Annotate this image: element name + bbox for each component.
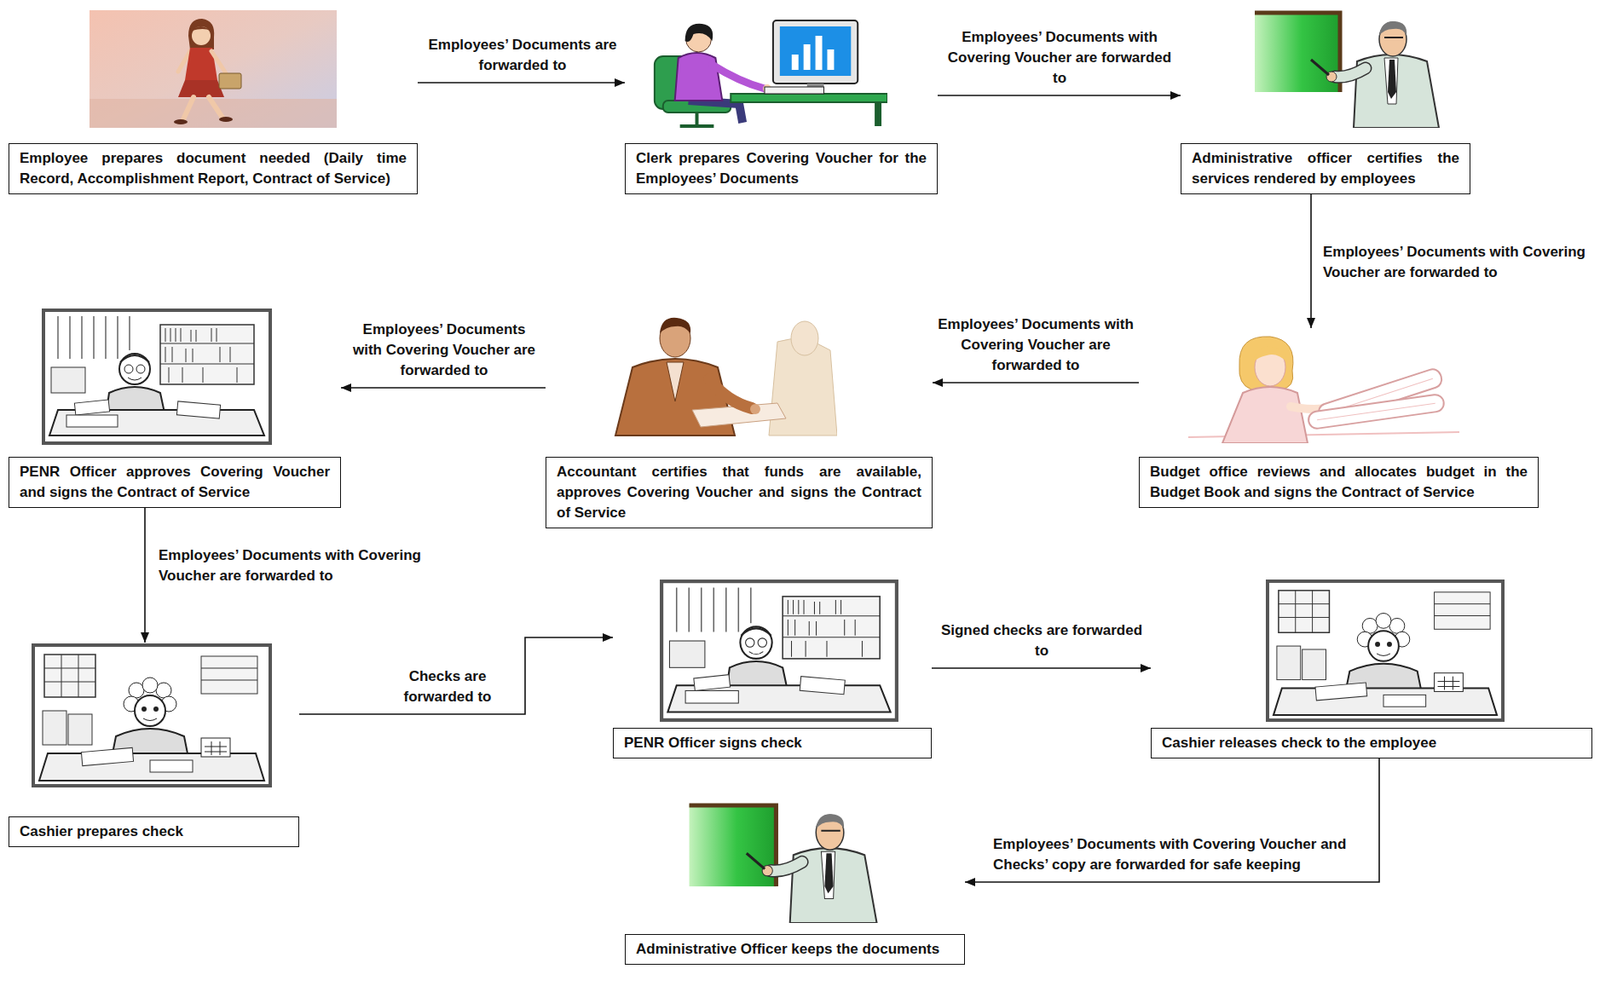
step-text: Accountant certifies that funds are avai… [556, 462, 922, 524]
edge-label: Employees’ Documents with Covering Vouch… [935, 314, 1136, 376]
edge-label-holder: Employees’ Documents with Covering Vouch… [935, 314, 1136, 376]
edge-label: Employees’ Documents with Covering Vouch… [942, 27, 1177, 89]
edge-label-holder: Employees’ Documents with Covering Vouch… [993, 834, 1356, 876]
edge-label: Employees’ Documents with Covering Vouch… [158, 545, 440, 587]
process-step: Administrative Officer keeps the documen… [624, 802, 965, 965]
edge-label-holder: Employees’ Documents with Covering Vouch… [1322, 242, 1592, 284]
penr-officer-illustration [43, 310, 271, 444]
process-step: PENR Officer approves Covering Voucher a… [8, 307, 341, 509]
step-box: PENR Officer signs check [612, 727, 932, 759]
edge-label-holder: Employees’ Documents are forwarded to [424, 34, 621, 76]
process-step: Cashier releases check to the employee [1150, 578, 1593, 759]
edge-label: Employees’ Documents with Covering Vouch… [1322, 242, 1592, 284]
edge-label-holder: Employees’ Documents with Covering Vouch… [942, 27, 1177, 89]
edge-label-holder: Checks are forwarded to [375, 666, 520, 708]
step-text: Cashier prepares check [19, 821, 289, 843]
process-step: PENR Officer signs check [612, 578, 932, 759]
flow-arrow [144, 508, 146, 643]
edge-label-holder: Employees’ Documents with Covering Vouch… [346, 319, 542, 382]
accountant-illustration [615, 317, 838, 436]
cashier-illustration [1267, 581, 1503, 721]
flow-arrow [964, 758, 1380, 883]
flow-arrow [937, 94, 1181, 97]
step-box: Administrative Officer keeps the documen… [624, 934, 965, 965]
flow-arrow [340, 387, 546, 389]
edge-label: Employees’ Documents with Covering Vouch… [993, 834, 1356, 876]
process-step: Budget office reviews and allocates budg… [1138, 328, 1539, 509]
step-text: Administrative officer certifies the ser… [1191, 148, 1460, 190]
step-box: PENR Officer approves Covering Voucher a… [8, 456, 341, 509]
officer-illustration [1254, 11, 1439, 128]
process-step: Cashier prepares check [8, 642, 300, 848]
step-box: Clerk prepares Covering Voucher for the … [624, 143, 938, 195]
step-text: PENR Officer signs check [623, 733, 921, 754]
cashier-illustration [33, 645, 271, 786]
officer-illustration [689, 804, 878, 924]
budget-officer-illustration [1188, 336, 1460, 444]
clerk-illustration [654, 20, 888, 127]
edge-label: Employees’ Documents with Covering Vouch… [346, 319, 542, 382]
flow-arrow [417, 81, 625, 84]
flow-arrow [1310, 194, 1312, 329]
process-step: Accountant certifies that funds are avai… [545, 307, 933, 529]
edge-label: Employees’ Documents are forwarded to [424, 34, 621, 76]
process-step: Clerk prepares Covering Voucher for the … [624, 15, 938, 195]
edge-label: Signed checks are forwarded to [937, 620, 1146, 662]
edge-label-holder: Employees’ Documents with Covering Vouch… [158, 545, 440, 587]
step-text: Clerk prepares Covering Voucher for the … [635, 148, 927, 190]
step-box: Accountant certifies that funds are avai… [545, 456, 933, 529]
step-text: PENR Officer approves Covering Voucher a… [19, 462, 330, 503]
process-step: Employee prepares document needed (Daily… [8, 10, 418, 195]
step-text: Cashier releases check to the employee [1161, 733, 1582, 754]
step-box: Cashier prepares check [8, 816, 300, 848]
step-box: Cashier releases check to the employee [1150, 727, 1593, 759]
edge-label-holder: Signed checks are forwarded to [937, 620, 1146, 662]
step-box: Employee prepares document needed (Daily… [8, 143, 418, 195]
edge-label: Checks are forwarded to [375, 666, 520, 708]
process-step: Administrative officer certifies the ser… [1180, 10, 1471, 195]
step-box: Budget office reviews and allocates budg… [1138, 456, 1539, 509]
step-text: Employee prepares document needed (Daily… [19, 148, 407, 190]
employee-illustration [89, 10, 337, 128]
step-box: Administrative officer certifies the ser… [1180, 143, 1471, 195]
step-text: Administrative Officer keeps the documen… [635, 939, 954, 960]
flow-arrow [932, 381, 1139, 384]
penr-officer-illustration [661, 581, 897, 721]
flow-arrow [299, 637, 613, 715]
flow-arrow [931, 667, 1151, 670]
step-text: Budget office reviews and allocates budg… [1149, 462, 1528, 503]
